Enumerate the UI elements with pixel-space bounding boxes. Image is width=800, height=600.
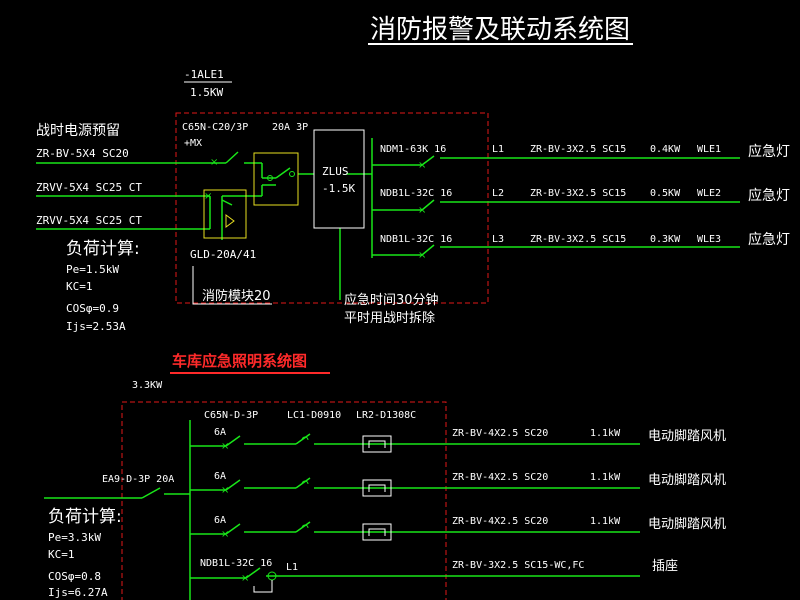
bottom-c3-cable: ZR-BV-4X2.5 SC20 xyxy=(452,516,548,527)
bottom-c3-rating: 6A xyxy=(214,515,226,526)
transfer-switch-box xyxy=(253,152,299,206)
module-triangle xyxy=(225,214,235,228)
svg-text:×: × xyxy=(241,573,249,584)
bottom-load-cos: COSφ=0.8 xyxy=(48,570,101,583)
bottom-c3-power: 1.1kW xyxy=(590,516,621,527)
top-c2-phase: L2 xyxy=(492,188,504,199)
bottom-c3-load: 电动脚踏风机 xyxy=(648,516,726,532)
incoming-wires xyxy=(36,151,372,300)
top-c2-id: WLE2 xyxy=(697,188,721,199)
note-line-1: 应急时间30分钟 xyxy=(344,292,439,308)
top-c3-phase: L3 xyxy=(492,234,504,245)
top-circuit-2: × NDB1L-32C 16 L2 ZR-BV-3X2.5 SC15 0.5KW… xyxy=(372,187,790,216)
top-c1-load: 应急灯 xyxy=(748,143,790,160)
svg-text:×: × xyxy=(418,205,426,216)
bottom-circuit-3: × 6A ZR-BV-4X2.5 SC20 1.1kW 电动脚踏风机 xyxy=(190,515,726,541)
main-breaker-mx: +MX xyxy=(184,138,202,149)
ups-label-1: ZLUS xyxy=(322,165,349,178)
module-box xyxy=(203,189,247,239)
bottom-load-ijs: Ijs=6.27A xyxy=(48,586,108,599)
top-c3-breaker: NDB1L-32C 16 xyxy=(380,234,452,245)
top-panel-frame xyxy=(175,112,489,304)
col-header-relay: LR2-D1308C xyxy=(356,410,416,421)
bottom-load-calc-title: 负荷计算: xyxy=(48,507,122,527)
svg-text:×: × xyxy=(221,441,229,452)
bottom-socket-circuit: × NDB1L-32C 16 L1 ZR-BV-3X2.5 SC15-WC,FC… xyxy=(190,558,678,593)
bottom-main-breaker: EA9-D-3P 20A xyxy=(102,474,174,485)
bottom-circuit-1: × 6A ZR-BV-4X2.5 SC20 1.1kW 电动脚踏风机 xyxy=(190,427,726,453)
bottom-main-feed xyxy=(44,420,191,600)
top-c2-power: 0.5KW xyxy=(650,188,681,199)
top-load-kc: KC=1 xyxy=(66,280,93,293)
top-c2-breaker: NDB1L-32C 16 xyxy=(380,188,452,199)
top-c1-id: WLE1 xyxy=(697,144,721,155)
col-header-contactor: LC1-D0910 xyxy=(287,410,341,421)
top-c2-load: 应急灯 xyxy=(748,187,790,204)
fire-module-label: 消防模块20 xyxy=(202,288,271,304)
svg-text:×: × xyxy=(221,485,229,496)
switch-contact xyxy=(289,171,295,177)
bottom-c1-cable: ZR-BV-4X2.5 SC20 xyxy=(452,428,548,439)
switch-contact-2 xyxy=(267,175,273,181)
socket-load: 插座 xyxy=(652,559,678,574)
col-header-breaker: C65N-D-3P xyxy=(204,410,258,421)
incoming-cable-1: ZR-BV-5X4 SC20 xyxy=(36,147,129,160)
bottom-c1-load: 电动脚踏风机 xyxy=(648,428,726,444)
top-c1-cable: ZR-BV-3X2.5 SC15 xyxy=(530,144,626,155)
top-c1-power: 0.4KW xyxy=(650,144,681,155)
bottom-panel-frame xyxy=(121,401,447,600)
svg-text:×: × xyxy=(221,529,229,540)
top-c3-power: 0.3KW xyxy=(650,234,681,245)
source-label: 战时电源预留 xyxy=(36,123,120,139)
top-load-cos: COSφ=0.9 xyxy=(66,302,119,315)
bottom-c2-power: 1.1kW xyxy=(590,472,621,483)
top-c3-id: WLE3 xyxy=(697,234,721,245)
main-breaker-label: C65N-C20/3P xyxy=(182,122,248,133)
bottom-c2-rating: 6A xyxy=(214,471,226,482)
module-marker: × xyxy=(204,191,212,202)
top-panel-power: 1.5KW xyxy=(190,86,223,99)
bottom-circuit-2: × 6A ZR-BV-4X2.5 SC20 1.1kW 电动脚踏风机 xyxy=(190,471,726,497)
top-c1-breaker: NDM1-63K 16 xyxy=(380,144,446,155)
incoming-cable-3: ZRVV-5X4 SC25 CT xyxy=(36,214,142,227)
breaker-marker: × xyxy=(210,157,218,168)
top-circuit-3: × NDB1L-32C 16 L3 ZR-BV-3X2.5 SC15 0.3KW… xyxy=(372,231,790,261)
svg-text:×: × xyxy=(418,160,426,171)
note-line-2: 平时用战时拆除 xyxy=(344,311,435,326)
socket-phase: L1 xyxy=(286,562,298,573)
switch-label: 20A 3P xyxy=(272,122,308,133)
bottom-load-pe: Pe=3.3kW xyxy=(48,531,101,544)
ups-label-2: -1.5K xyxy=(322,182,355,195)
bottom-c1-rating: 6A xyxy=(214,427,226,438)
socket-breaker: NDB1L-32C 16 xyxy=(200,558,272,569)
svg-text:×: × xyxy=(418,250,426,261)
bottom-panel-power: 3.3KW xyxy=(132,380,163,391)
bottom-c2-load: 电动脚踏风机 xyxy=(648,472,726,488)
bottom-load-kc: KC=1 xyxy=(48,548,75,561)
bottom-c1-power: 1.1kW xyxy=(590,428,621,439)
top-load-calc-title: 负荷计算: xyxy=(66,239,140,259)
socket-cable: ZR-BV-3X2.5 SC15-WC,FC xyxy=(452,560,584,571)
top-load-pe: Pe=1.5kW xyxy=(66,263,119,276)
top-c1-phase: L1 xyxy=(492,144,504,155)
top-c3-load: 应急灯 xyxy=(748,231,790,248)
top-circuit-1: × NDM1-63K 16 L1 ZR-BV-3X2.5 SC15 0.4KW … xyxy=(372,143,790,171)
module-label: GLD-20A/41 xyxy=(190,248,256,261)
bottom-subtitle: 车库应急照明系统图 xyxy=(172,352,307,370)
module-bracket xyxy=(192,266,272,305)
ups-box xyxy=(313,129,365,229)
diagram-title: 消防报警及联动系统图 xyxy=(370,15,630,45)
top-panel-id: -1ALE1 xyxy=(184,68,224,81)
incoming-cable-2: ZRVV-5X4 SC25 CT xyxy=(36,181,142,194)
top-c2-cable: ZR-BV-3X2.5 SC15 xyxy=(530,188,626,199)
top-load-ijs: Ijs=2.53A xyxy=(66,320,126,333)
bottom-c2-cable: ZR-BV-4X2.5 SC20 xyxy=(452,472,548,483)
top-c3-cable: ZR-BV-3X2.5 SC15 xyxy=(530,234,626,245)
